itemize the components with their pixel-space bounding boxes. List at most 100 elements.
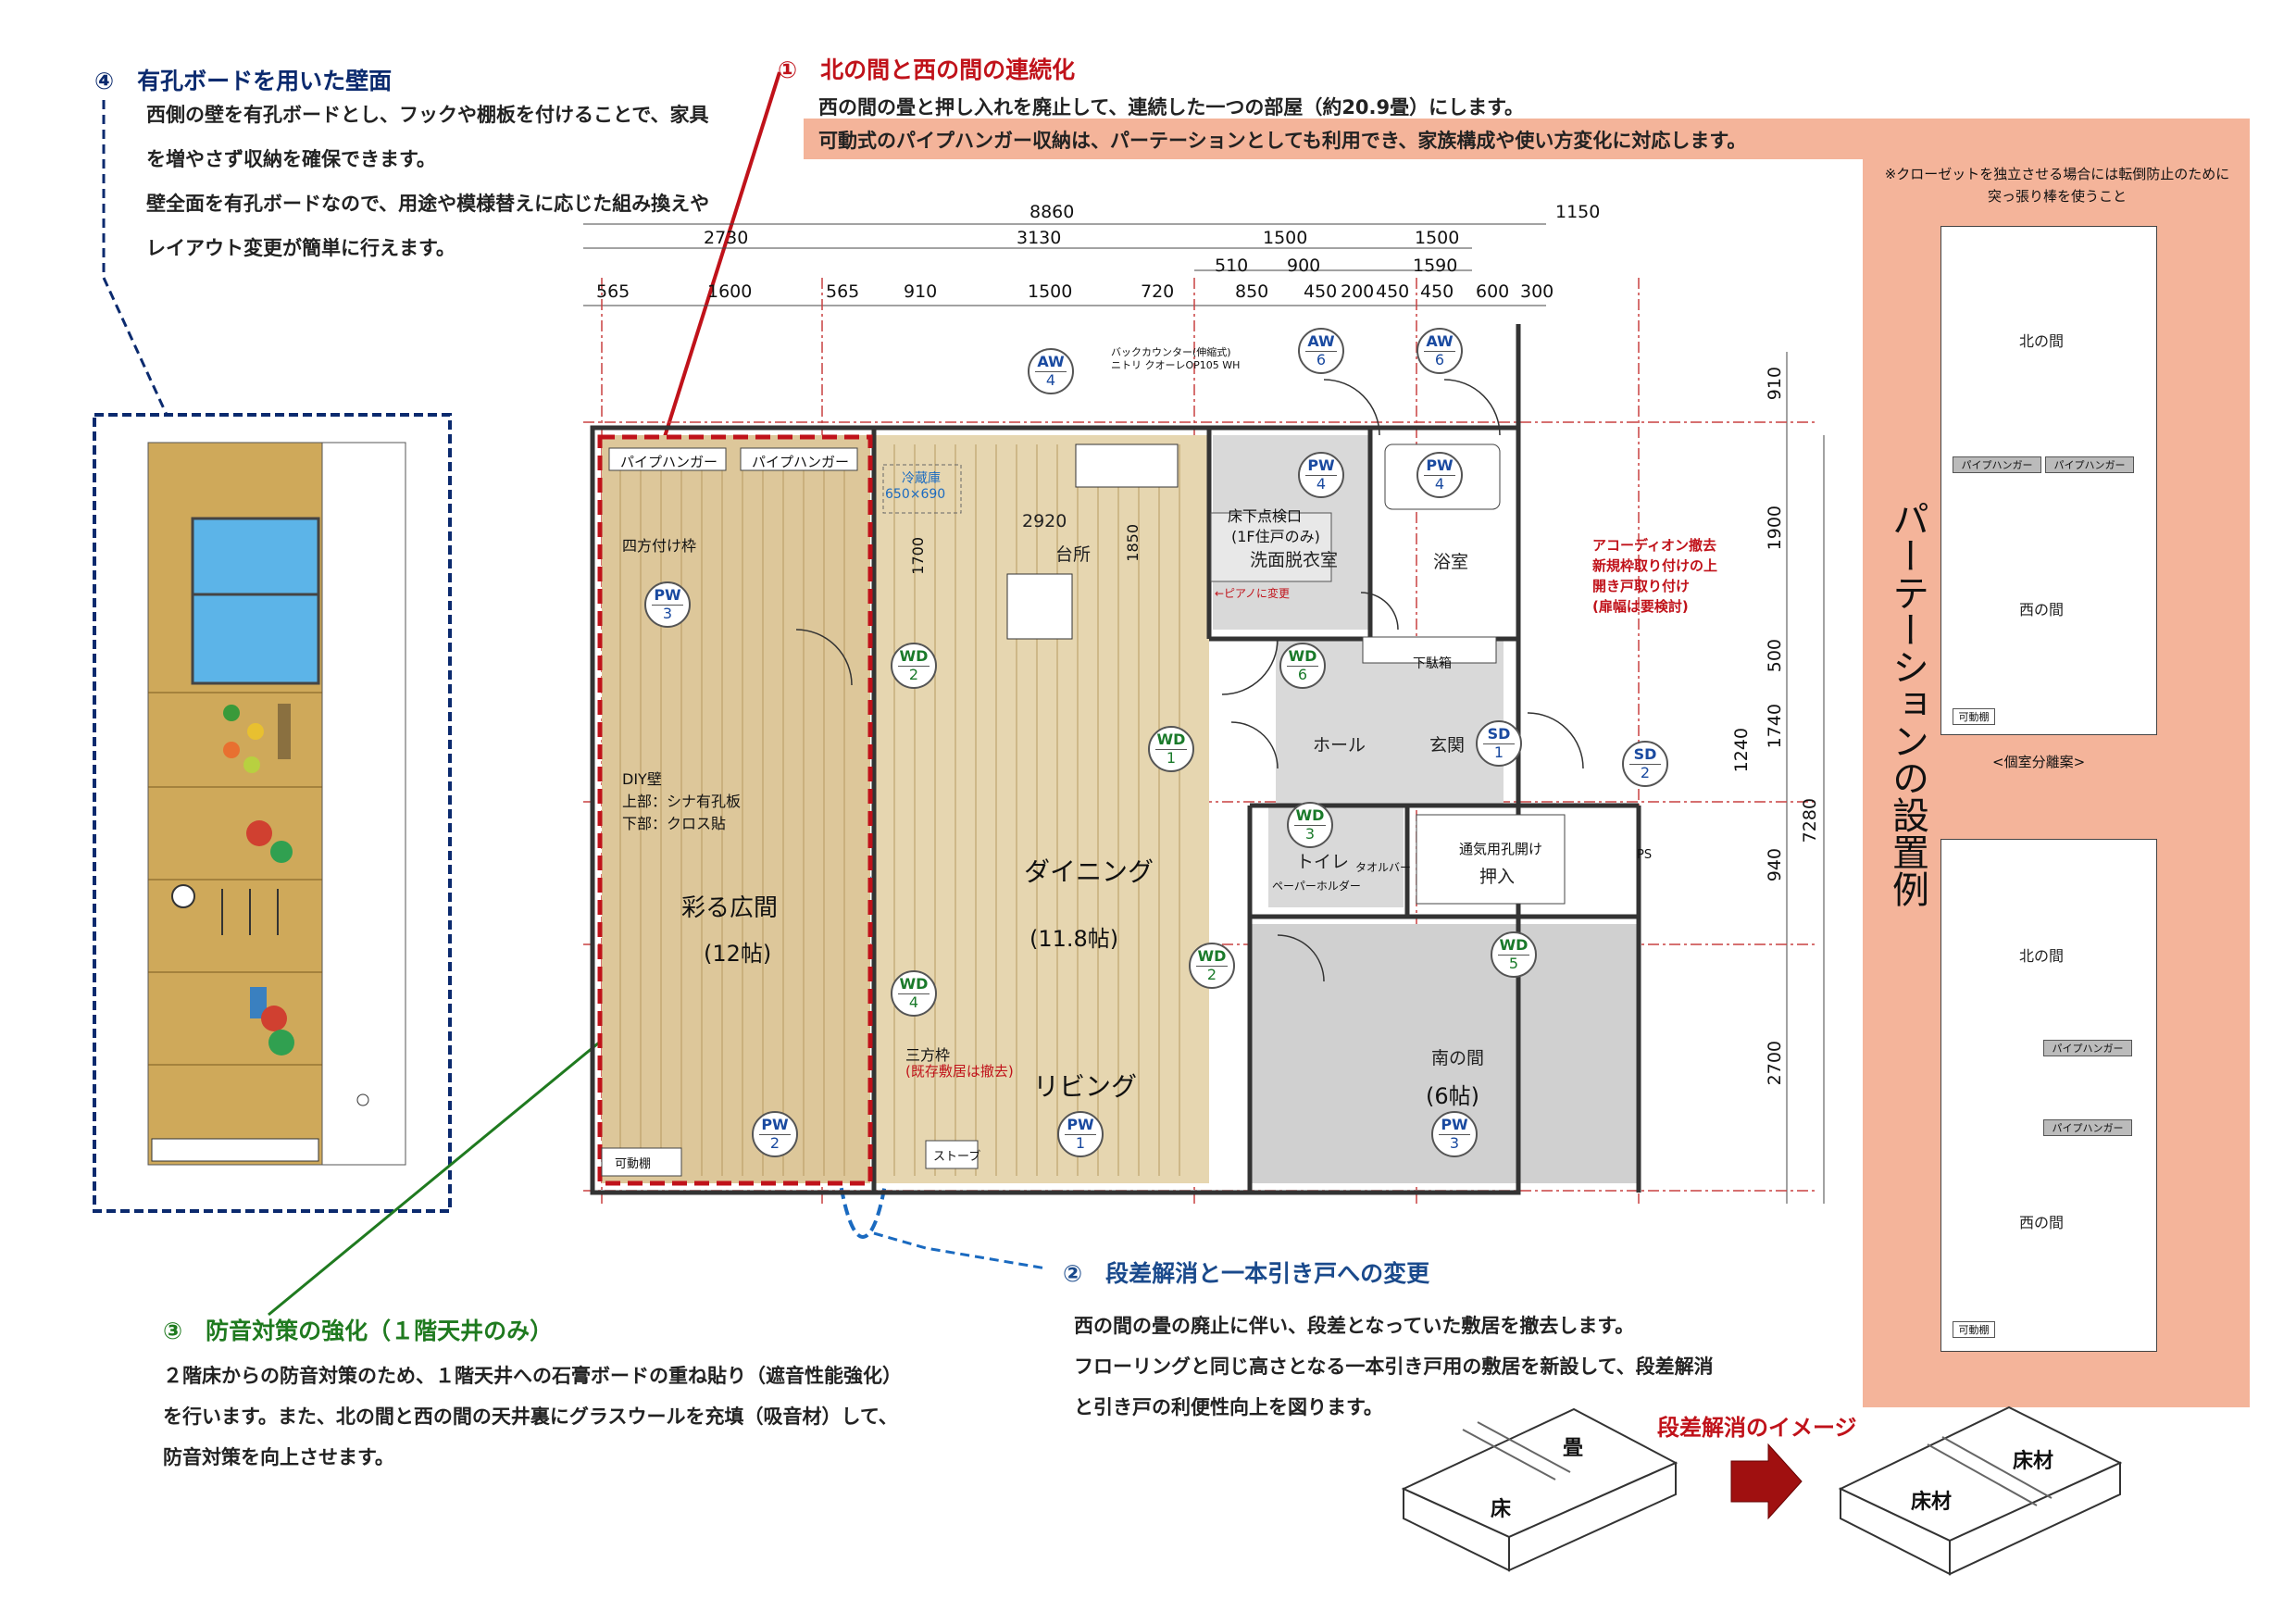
- dim-r2-3: 1500: [1415, 228, 1460, 248]
- closet-label: 押入: [1479, 867, 1516, 887]
- south-size: (6帖): [1426, 1083, 1479, 1109]
- section1-heading: ① 北の間と西の間の連続化: [778, 56, 1076, 83]
- diy-label-1: DIY壁: [622, 770, 662, 788]
- movable-shelf: [601, 1147, 682, 1177]
- wash-label: 洗面脱衣室: [1250, 550, 1339, 570]
- continuous-room-outline: [597, 434, 873, 1186]
- dim-v-7: 2700: [1765, 1041, 1785, 1086]
- dim-r4-4: 1500: [1028, 281, 1073, 302]
- step-image-title: 段差解消のイメージ: [1657, 1415, 1857, 1441]
- plan1-caption: <個室分離案>: [1992, 754, 2086, 770]
- section1-line1: 西の間の畳と押し入れを廃止して、連続した一つの部屋（約20.9畳）にします。: [818, 96, 1525, 119]
- dim-r3-1: 900: [1287, 256, 1321, 276]
- accordion-note-1: アコーディオン撤去: [1592, 537, 1716, 554]
- accordion-note-3: 開き戸取り付け: [1592, 578, 1691, 594]
- dim-v-2: 500: [1765, 639, 1785, 673]
- plan2-west-label: 西の間: [2019, 1214, 2065, 1231]
- plan1-west-label: 西の間: [2019, 601, 2065, 618]
- dining-size: (11.8帖): [1029, 926, 1119, 952]
- dim-r3-0: 510: [1215, 256, 1249, 276]
- closet: [1416, 814, 1566, 905]
- living-label: リビング: [1033, 1071, 1138, 1102]
- partition-title: パーテーションの設置例: [1886, 500, 1928, 907]
- dim-r4-10: 450: [1420, 281, 1454, 302]
- dim-r2-1: 3130: [1017, 228, 1062, 248]
- west-room-label: 彩る広間: [681, 894, 779, 922]
- section2-line2: フローリングと同じ高さとなる一本引き戸用の敷居を新設して、段差解消: [1074, 1355, 1714, 1378]
- section3-line3: 防音対策を向上させます。: [163, 1446, 394, 1468]
- dim-r4-9: 450: [1376, 281, 1410, 302]
- kitchen-dim: 2920: [1022, 511, 1067, 531]
- partition-note: ※クローゼットを独立させる場合には転倒防止のために突っ張り棒を使うこと: [1884, 166, 2230, 205]
- after-bottom-label: 床材: [1911, 1491, 1953, 1514]
- dimension-lines: [583, 223, 1825, 1204]
- toilet-label: トイレ: [1296, 852, 1350, 872]
- dining-label: ダイニング: [1024, 856, 1154, 887]
- step-before: [1401, 1407, 1678, 1572]
- dim-r2-0: 2730: [704, 228, 749, 248]
- counter-label-2: ニトリ クオーレOP105 WH: [1111, 359, 1241, 371]
- plan2-hanger-1: パイプハンガー: [2043, 1040, 2132, 1056]
- dim-v-3: 1240: [1731, 728, 1752, 773]
- door-change-label: ←ピアノに変更: [1215, 587, 1290, 600]
- dim-v-1: 1900: [1765, 506, 1785, 551]
- counter-label-1: バックカウンター(伸縮式): [1111, 346, 1231, 358]
- fridge-height: 1700: [909, 537, 927, 575]
- paper-label: ペーパーホルダー: [1272, 880, 1361, 893]
- dim-r4-7: 450: [1304, 281, 1338, 302]
- diy-label-3: 下部：クロス貼: [622, 815, 727, 832]
- plan1-shelf: 可動棚: [1953, 708, 1995, 725]
- towel-label: タオルバー: [1355, 861, 1412, 874]
- step-after: [1838, 1405, 2123, 1576]
- south-label: 南の間: [1431, 1048, 1485, 1068]
- dim-r4-1: 1600: [707, 281, 753, 302]
- door-swings: [795, 379, 1584, 982]
- shoebox-label: 下駄箱: [1413, 656, 1452, 671]
- vent-label: 通気用孔開け: [1459, 841, 1543, 857]
- section2-line3: と引き戸の利便性向上を図ります。: [1074, 1396, 1383, 1418]
- plan1-hanger-2: パイプハンガー: [2045, 456, 2134, 473]
- dim-r4-11: 600: [1476, 281, 1510, 302]
- diy-label-2: 上部：シナ有孔板: [622, 793, 742, 810]
- highlight-strip: [804, 119, 1863, 159]
- dim-right: 1150: [1555, 202, 1601, 222]
- before-top-label: 畳: [1563, 1437, 1584, 1460]
- section3-line1: ２階床からの防音対策のため、１階天井への石膏ボードの重ね貼り（遮音性能強化）: [163, 1365, 902, 1387]
- three-frame-note: (既存敷居は撤去): [905, 1063, 1014, 1080]
- stove: [925, 1140, 979, 1169]
- section2-line1: 西の間の畳の廃止に伴い、段差となっていた敷居を撤去します。: [1074, 1315, 1635, 1337]
- dim-v-5: 940: [1765, 848, 1785, 882]
- accordion-note-2: 新規枠取り付けの上: [1592, 557, 1718, 574]
- west-room-size: (12帖): [704, 941, 772, 967]
- dim-v-6: 7280: [1800, 798, 1820, 843]
- dim-r4-12: 300: [1520, 281, 1554, 302]
- dim-v-4: 1740: [1765, 704, 1785, 749]
- dim-r4-5: 720: [1141, 281, 1175, 302]
- pegboard-illustration: [147, 442, 406, 1166]
- plan2-hanger-2: パイプハンガー: [2043, 1119, 2132, 1136]
- stove-label: ストーブ: [933, 1150, 981, 1164]
- section2-leader: [873, 1231, 1047, 1270]
- section3-heading: ③ 防音対策の強化（１階天井のみ）: [163, 1318, 554, 1344]
- section4-line2: 壁全面を有孔ボードなので、用途や模様替えに応じた組み換えやレイアウト変更が簡単に…: [146, 193, 710, 259]
- plan2-shelf: 可動棚: [1953, 1321, 1995, 1338]
- section4-heading: ④ 有孔ボードを用いた壁面: [94, 68, 393, 94]
- dim-total: 8860: [1029, 202, 1075, 222]
- section1-highlight: 可動式のパイプハンガー収納は、パーテーションとしても利用でき、家族構成や使い方変…: [818, 130, 1747, 152]
- before-bottom-label: 床: [1491, 1498, 1512, 1521]
- floor-check-label: 床下点検口: [1228, 507, 1303, 525]
- plan2-north-label: 北の間: [2019, 947, 2065, 965]
- shoebox: [1362, 636, 1497, 664]
